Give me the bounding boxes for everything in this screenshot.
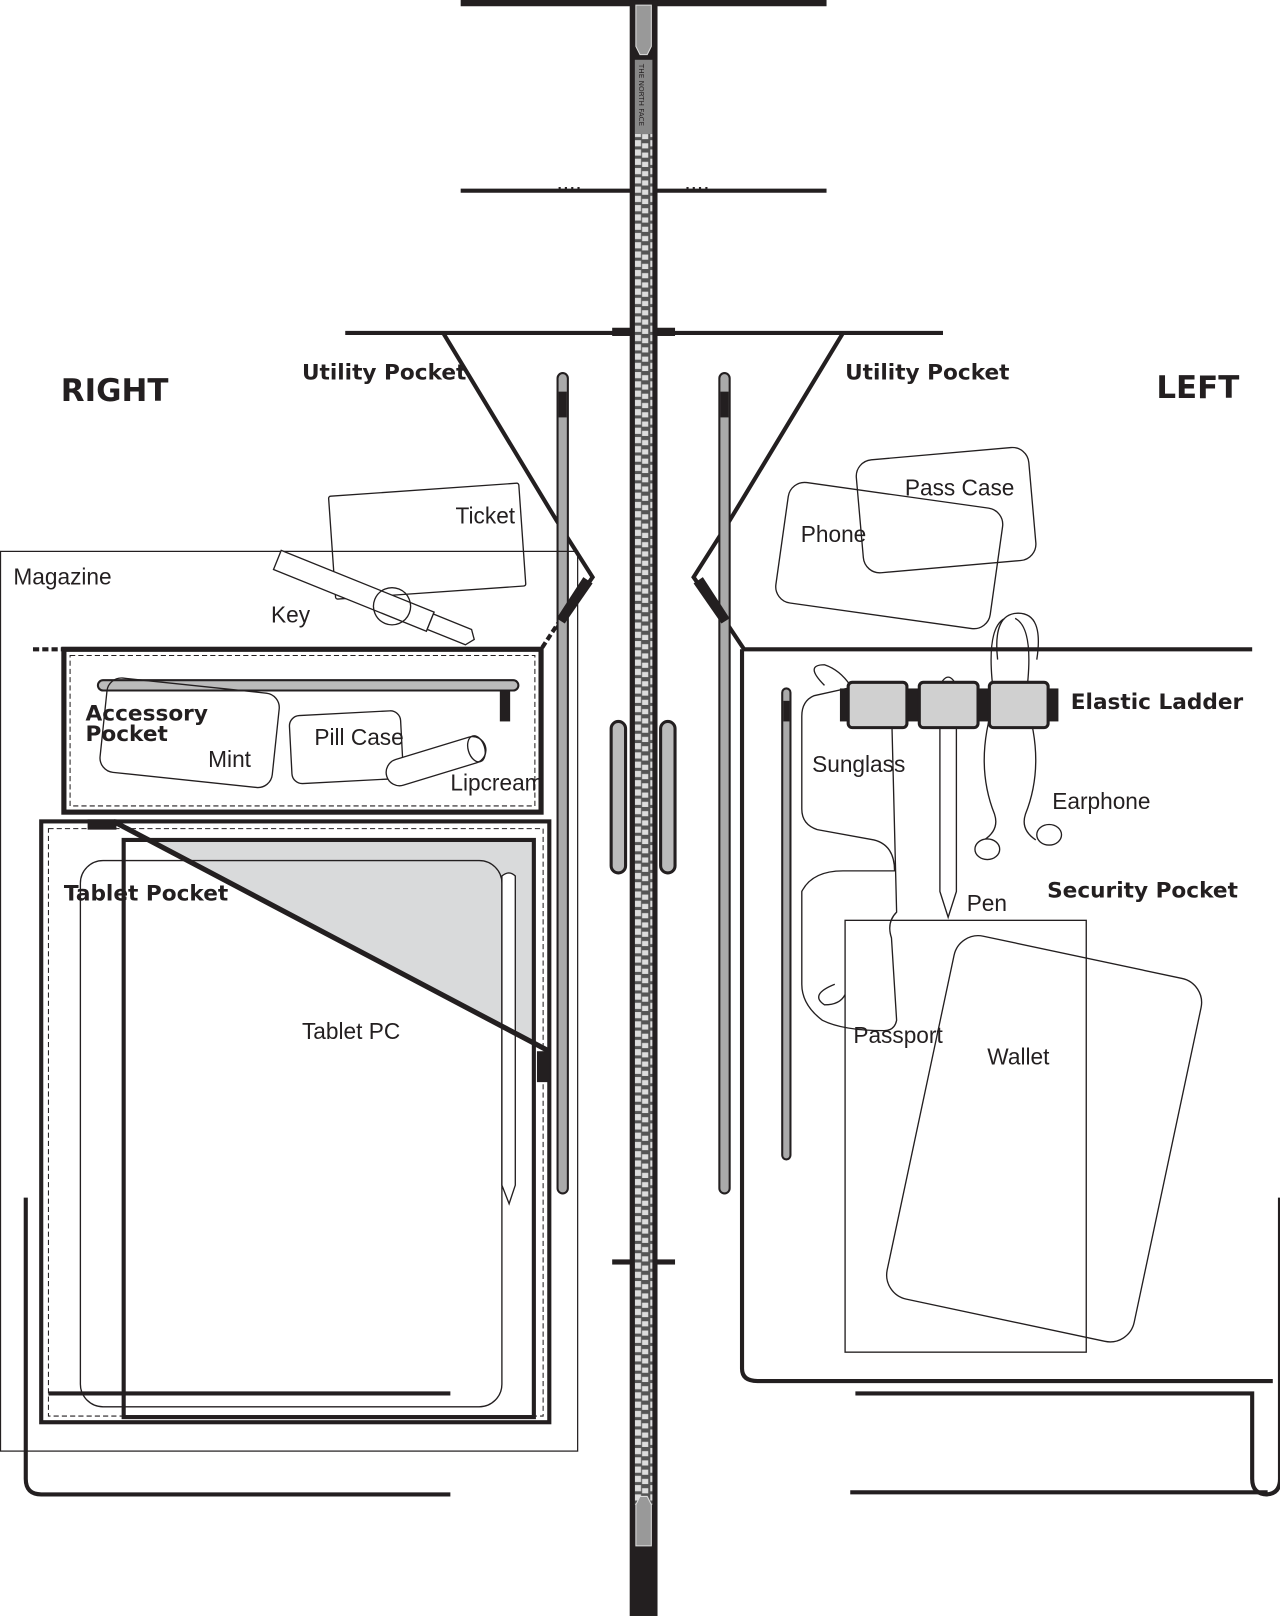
accessory-pocket-label-1: Accessory bbox=[86, 701, 208, 726]
key bbox=[272, 549, 475, 646]
pill-case-label: Pill Case bbox=[314, 724, 403, 750]
pass-case-label: Pass Case bbox=[905, 475, 1015, 501]
pen-label: Pen bbox=[967, 890, 1007, 916]
pill-case bbox=[288, 710, 404, 785]
tablet-pocket-label: Tablet Pocket bbox=[64, 882, 228, 907]
mint bbox=[99, 677, 280, 789]
sunglass-label: Sunglass bbox=[812, 751, 905, 777]
main-zipper: THE NORTH FACE bbox=[609, 0, 677, 1616]
pass-case bbox=[855, 446, 1037, 574]
elastic-ladder bbox=[839, 680, 1059, 730]
right-side-label: RIGHT bbox=[61, 373, 169, 409]
zipper-dots-left: .... bbox=[557, 169, 582, 195]
security-pocket-label: Security Pocket bbox=[1047, 879, 1238, 904]
side-rods bbox=[556, 372, 792, 1195]
phone bbox=[775, 481, 1004, 630]
ticket bbox=[327, 482, 527, 600]
passport bbox=[844, 919, 1087, 1353]
tablet-pocket bbox=[39, 819, 552, 1425]
utility-pocket-right-label: Utility Pocket bbox=[302, 360, 466, 385]
wallet-label: Wallet bbox=[987, 1044, 1050, 1070]
key-label: Key bbox=[271, 601, 311, 627]
accessory-pocket-label-2: Pocket bbox=[86, 722, 168, 747]
lipcream-label: Lipcream bbox=[450, 769, 543, 795]
wallet bbox=[886, 935, 1203, 1343]
lipcream bbox=[385, 735, 487, 787]
elastic-ladder-label: Elastic Ladder bbox=[1071, 690, 1244, 715]
magazine-outline bbox=[0, 550, 579, 1452]
stylus bbox=[501, 872, 516, 1206]
magazine-label: Magazine bbox=[13, 563, 111, 589]
zipper-dots-right: .... bbox=[684, 169, 709, 195]
earphone bbox=[974, 612, 1063, 861]
utility-pocket-left-label: Utility Pocket bbox=[845, 360, 1009, 385]
earphone-label: Earphone bbox=[1052, 788, 1150, 814]
tablet-pc-label: Tablet PC bbox=[302, 1018, 400, 1044]
passport-label: Passport bbox=[853, 1022, 943, 1048]
accessory-pocket bbox=[61, 646, 544, 815]
left-side-label: LEFT bbox=[1156, 370, 1239, 406]
sunglass bbox=[801, 664, 898, 1032]
ticket-label: Ticket bbox=[456, 503, 516, 529]
zipper-brand-label: THE NORTH FACE bbox=[637, 63, 646, 127]
mint-label: Mint bbox=[208, 746, 252, 772]
phone-label: Phone bbox=[801, 521, 867, 547]
